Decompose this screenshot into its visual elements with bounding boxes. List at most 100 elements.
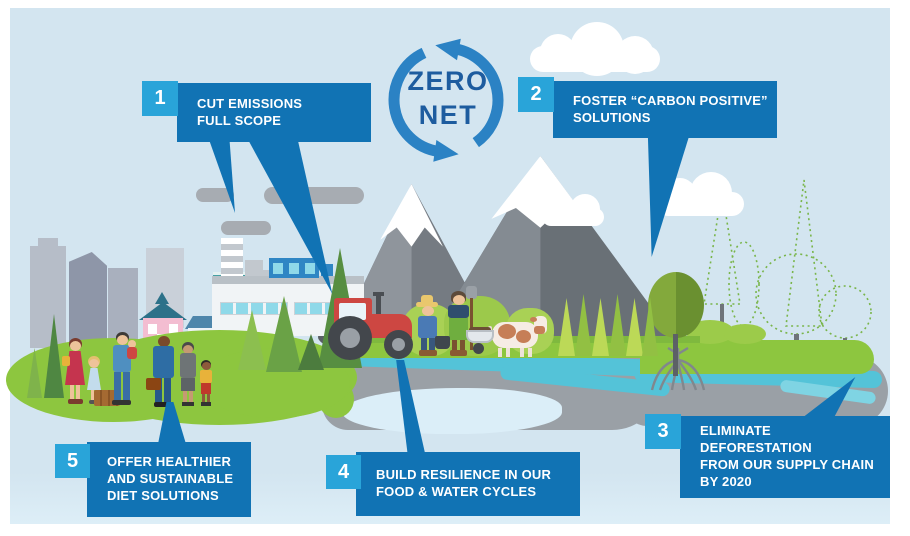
net-zero-logo: ZERO NET: [378, 24, 518, 170]
cloud-icon: [656, 170, 748, 218]
factory-smoke: [221, 221, 271, 235]
callout-3-text: ELIMINATE DEFORESTATION FROM OUR SUPPLY …: [680, 416, 890, 498]
leg: [155, 378, 162, 402]
callout-line: ELIMINATE DEFORESTATION: [700, 423, 812, 456]
cycle-arrows-icon: [388, 38, 504, 162]
woman-skirt: [181, 378, 195, 391]
round-tree: [648, 272, 704, 338]
callout-5-text: OFFER HEALTHIER AND SUSTAINABLE DIET SOL…: [87, 442, 251, 517]
man-head: [117, 335, 128, 345]
callout-5-number: 5: [55, 444, 90, 478]
farmer-hat-brim: [416, 302, 438, 307]
cow-leg: [498, 348, 502, 357]
leg: [91, 390, 94, 400]
callout-line: FOOD & WATER CYCLES: [376, 484, 537, 499]
leg: [202, 394, 205, 402]
shovel-blade: [466, 286, 477, 299]
woman-red-dress: [65, 351, 85, 385]
callout-2-number: 2: [518, 77, 554, 112]
farmer-hat: [421, 295, 433, 303]
leg: [183, 391, 187, 402]
city-building: [69, 252, 107, 350]
city-building-roof: [38, 238, 58, 247]
farmer-apron: [449, 318, 468, 340]
cow-spot: [516, 330, 531, 343]
callout-line: BY 2020: [700, 473, 752, 489]
leg: [76, 385, 80, 399]
callout-line: CUT EMISSIONS: [197, 95, 303, 111]
callout-line: FROM OUR SUPPLY CHAIN: [700, 457, 874, 472]
farmer-leg: [421, 338, 427, 350]
callout-line: FOSTER “CARBON POSITIVE”: [573, 92, 768, 108]
callout-line: AND SUSTAINABLE: [107, 471, 234, 487]
girl-dress: [87, 368, 101, 390]
farmer-leg: [452, 340, 457, 350]
tractor-exhaust-cap: [373, 292, 384, 296]
wheel-hub: [340, 328, 360, 348]
cloud-puff: [570, 22, 624, 76]
leg: [123, 372, 130, 400]
logo-word-net: NET: [418, 100, 478, 130]
callout-1-box: CUT EMISSIONS FULL SCOPE: [177, 83, 371, 142]
leg: [189, 391, 193, 402]
pond: [342, 388, 562, 434]
cloud-icon: [530, 22, 664, 76]
farmer-overalls: [418, 316, 437, 338]
callout-4-box: BUILD RESILIENCE IN OUR FOOD & WATER CYC…: [356, 452, 580, 516]
cow-spot: [498, 324, 516, 339]
tractor-exhaust: [376, 294, 381, 314]
factory-block: [245, 260, 263, 278]
callout-line: SOLUTIONS: [573, 109, 651, 125]
boy-head: [202, 362, 211, 370]
woman-head: [70, 341, 81, 351]
farmer-head: [422, 306, 434, 316]
round-tree-trunk: [673, 334, 678, 376]
shoes: [68, 399, 83, 404]
leg: [207, 394, 210, 402]
boy-pants: [201, 383, 211, 394]
shoes: [154, 402, 172, 407]
cow-patch: [534, 326, 545, 334]
man-shirt: [113, 345, 131, 372]
wheel-hub: [392, 338, 405, 351]
boy-shirt: [200, 370, 212, 383]
tractor-window: [339, 303, 366, 320]
leg: [70, 385, 74, 399]
leg: [164, 378, 171, 402]
factory-smoke: [196, 188, 234, 202]
callout-line: FULL SCOPE: [197, 112, 282, 128]
cloud-puff: [690, 172, 732, 214]
wheelbarrow: [466, 330, 494, 343]
baby: [127, 347, 137, 359]
shoes: [182, 402, 194, 406]
callout-4-text: BUILD RESILIENCE IN OUR FOOD & WATER CYC…: [356, 452, 580, 516]
callout-line: OFFER HEALTHIER: [107, 454, 232, 470]
farmer-boots: [450, 350, 467, 356]
cloud-puff: [616, 36, 654, 74]
businessman-suit: [153, 346, 174, 378]
callout-4-number: 4: [326, 455, 361, 489]
callout-1-text: CUT EMISSIONS FULL SCOPE: [177, 83, 371, 142]
farmer-leg: [460, 340, 465, 350]
cow-ear: [530, 317, 537, 322]
woman-gray-top: [180, 353, 196, 378]
cloud-puff: [570, 194, 600, 224]
shovel-handle: [470, 298, 473, 350]
cloud-icon: [542, 194, 608, 228]
woman-head: [183, 345, 193, 354]
callout-5-box: OFFER HEALTHIER AND SUSTAINABLE DIET SOL…: [87, 442, 251, 517]
farmer-leg: [429, 338, 435, 350]
callout-2-box: FOSTER “CARBON POSITIVE” SOLUTIONS: [553, 81, 777, 138]
callout-1-number: 1: [142, 81, 178, 116]
cow-leg: [520, 348, 524, 357]
wheelbarrow-wheel: [473, 343, 484, 354]
girl-head: [89, 359, 99, 368]
factory-windows: [220, 302, 288, 315]
callout-3-box: ELIMINATE DEFORESTATION FROM OUR SUPPLY …: [680, 416, 890, 498]
cow-leg: [506, 348, 510, 357]
callout-line: BUILD RESILIENCE IN OUR: [376, 467, 552, 483]
callout-line: DIET SOLUTIONS: [107, 487, 219, 503]
callout-3-number: 3: [645, 414, 681, 449]
island-bush: [724, 324, 766, 344]
